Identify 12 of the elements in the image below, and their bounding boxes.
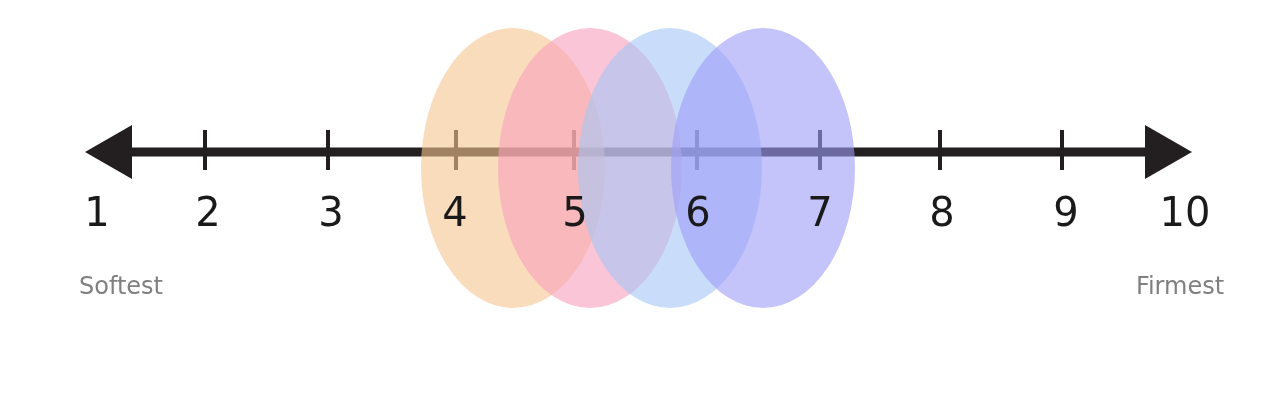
- scale-number: 5: [562, 192, 588, 232]
- scale-number: 10: [1159, 192, 1211, 232]
- scale-number: 2: [195, 192, 221, 232]
- scale-number: 4: [442, 192, 468, 232]
- scale-end-label: Softest: [79, 274, 163, 298]
- scale-number: 1: [84, 192, 110, 232]
- scale-number: 7: [807, 192, 833, 232]
- scale-number: 8: [929, 192, 955, 232]
- scale-number: 9: [1053, 192, 1079, 232]
- scale-number: 3: [318, 192, 344, 232]
- scale-end-label: Firmest: [1135, 274, 1225, 298]
- scale-number: 6: [685, 192, 711, 232]
